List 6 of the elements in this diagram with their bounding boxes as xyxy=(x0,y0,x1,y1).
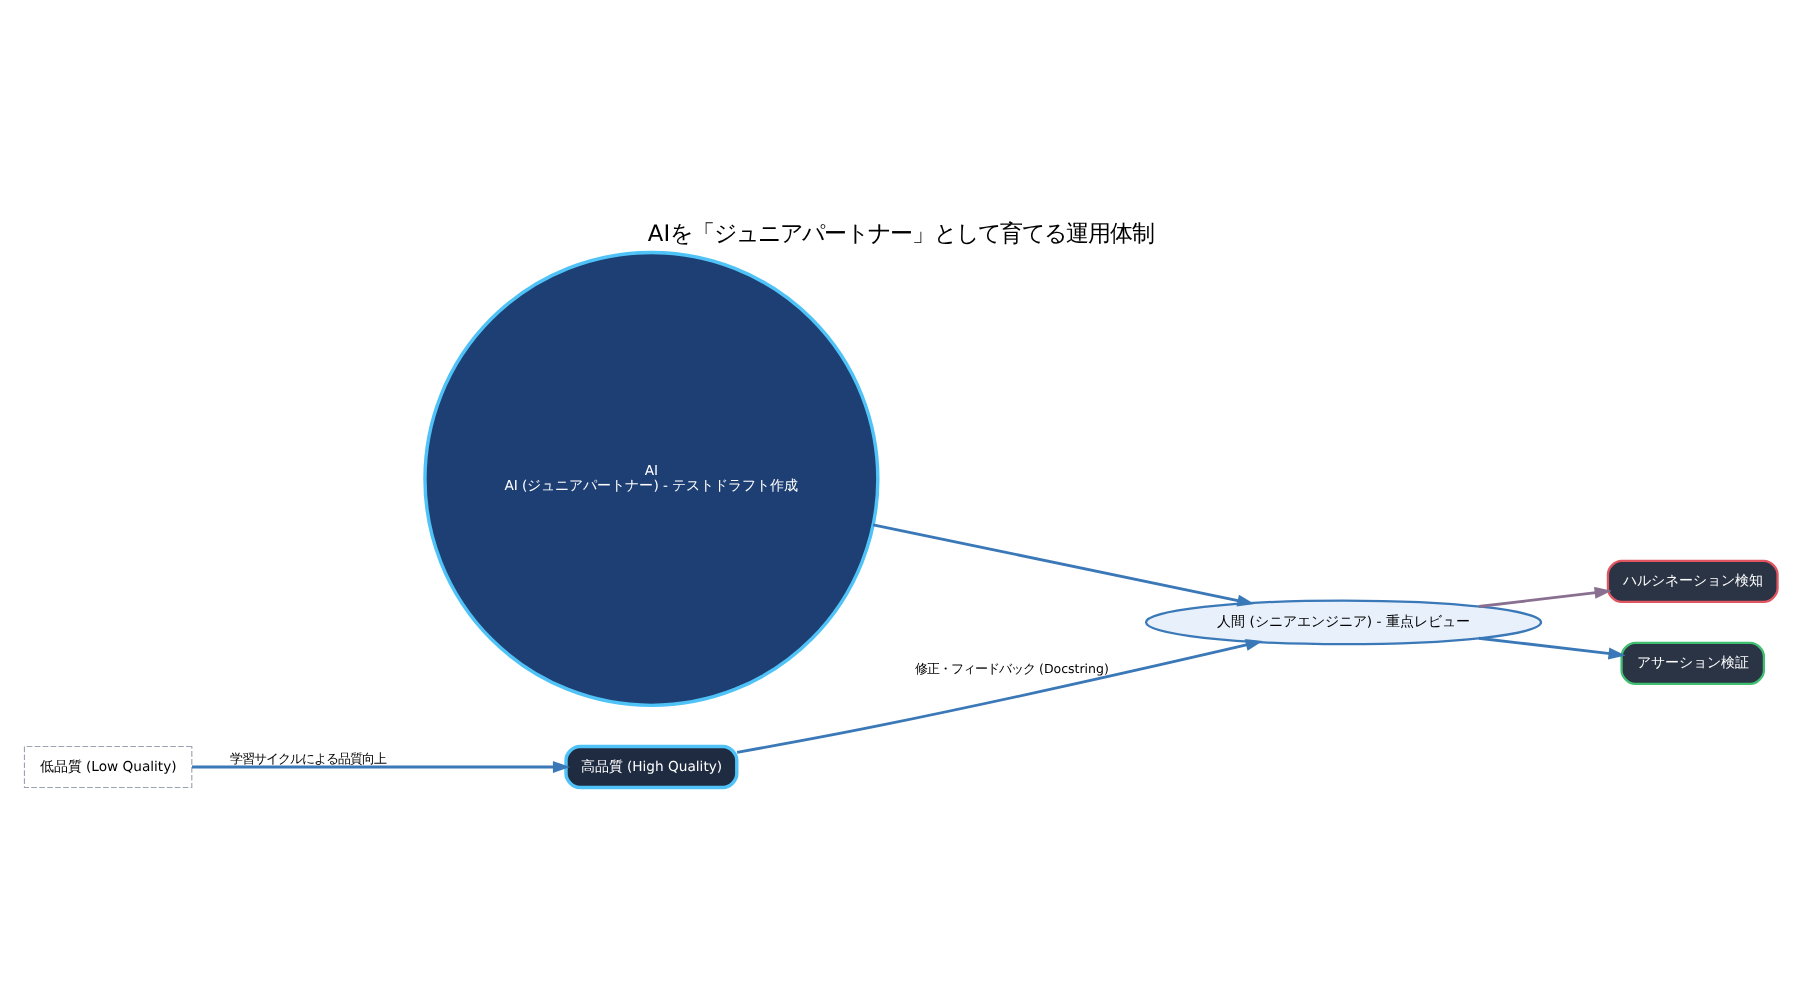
arrow xyxy=(735,638,1262,753)
arrow xyxy=(871,522,1254,606)
arrow xyxy=(1477,635,1625,659)
diagram-title: AIを「ジュニアパートナー」として育てる運用体制 xyxy=(646,218,1154,247)
arrow xyxy=(191,759,570,772)
arrow xyxy=(1477,585,1611,607)
